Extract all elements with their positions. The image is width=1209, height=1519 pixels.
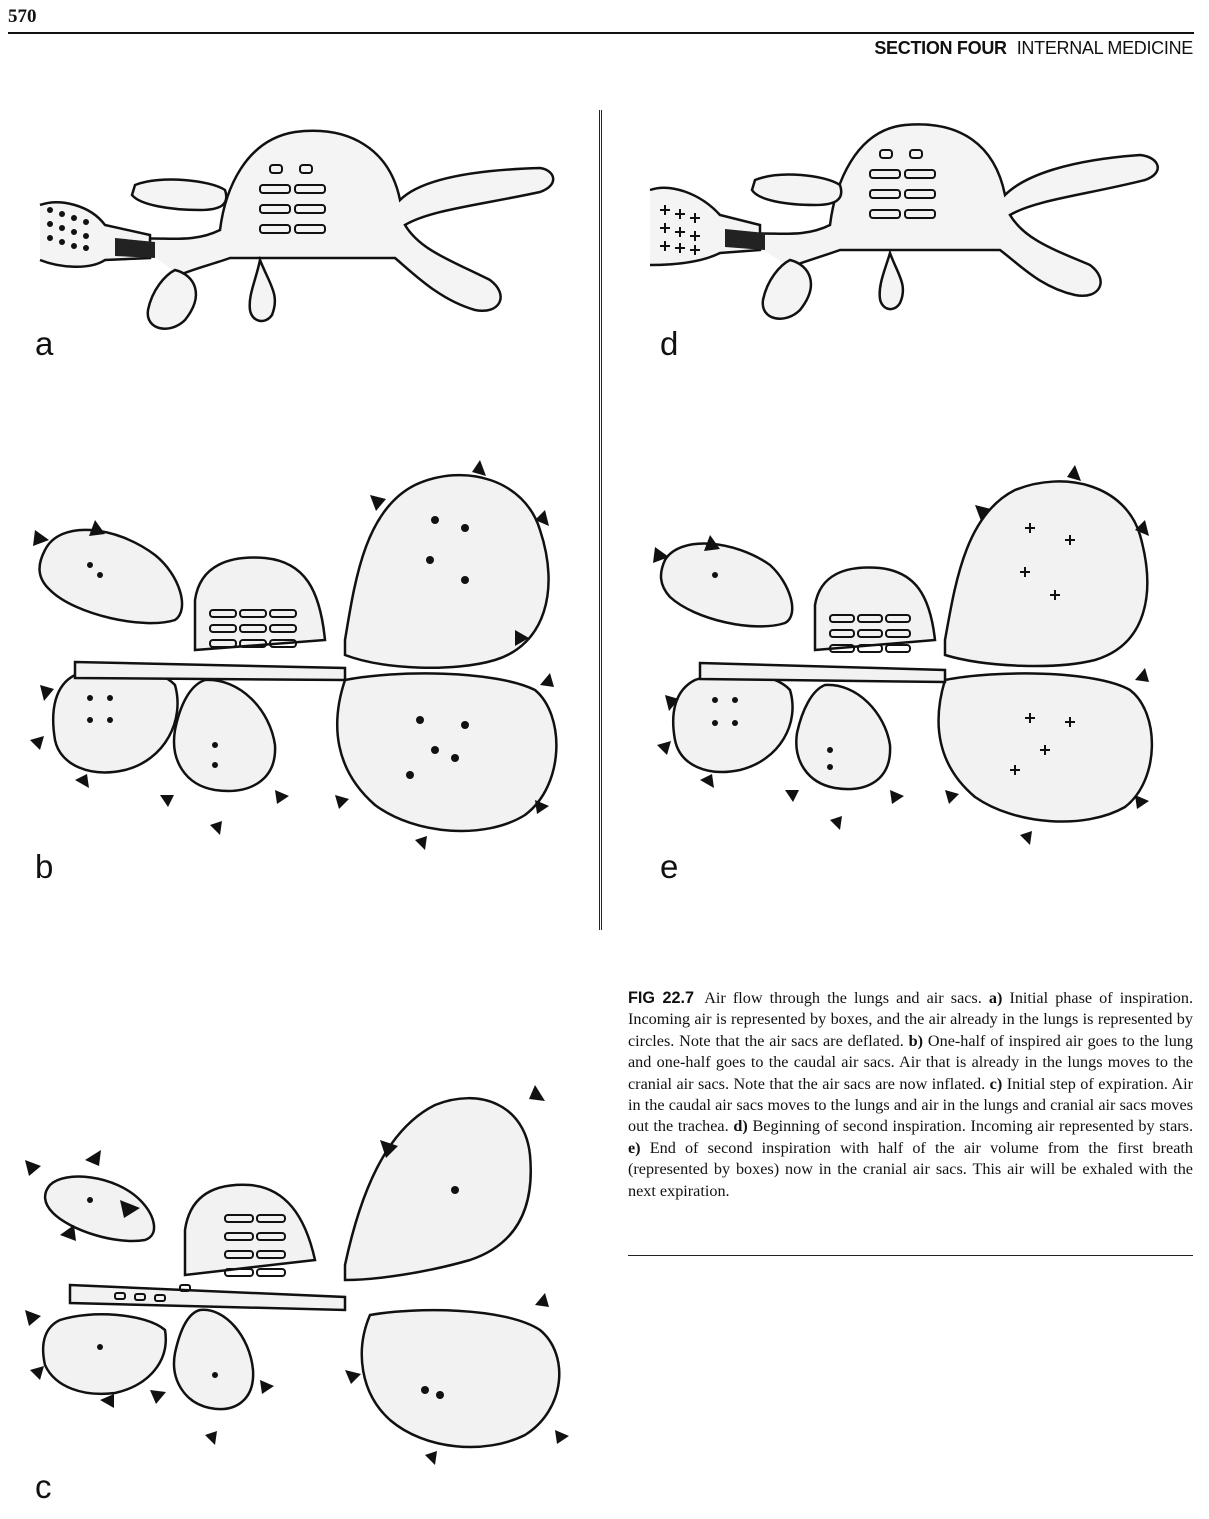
caption-d-label: d) [733, 1117, 748, 1136]
panel-label-c: c [35, 1468, 52, 1505]
caption-e-label: e) [628, 1138, 641, 1157]
caption-e-text: End of second inspiration with half of t… [628, 1138, 1193, 1200]
section-number: SECTION FOUR [874, 38, 1007, 58]
column-divider [599, 110, 602, 930]
caption-a-label: a) [988, 989, 1003, 1007]
figure-number: FIG 22.7 [628, 989, 695, 1007]
caption-d-text: Beginning of second inspiration. Incomin… [752, 1117, 1194, 1136]
running-head: SECTION FOUR INTERNAL MEDICINE [874, 38, 1193, 59]
panel-label-a: a [35, 325, 54, 362]
caption-a-text: Initial phase of inspiration. Incoming a… [628, 989, 1194, 1050]
figure-panel-b [15, 440, 575, 860]
caption-intro: Air flow through the lungs and air sacs. [704, 989, 982, 1007]
caption-c-text: Initial step of expiration. Air in the c… [628, 1074, 1194, 1136]
figure-panel-e [645, 455, 1175, 845]
figure-panel-c [15, 1075, 580, 1485]
figure-panel-a [20, 110, 580, 340]
figure-panel-d [640, 105, 1180, 335]
page-number: 570 [8, 6, 37, 27]
panel-label-b: b [35, 848, 54, 885]
header-rule [8, 32, 1194, 34]
caption-rule [628, 1255, 1193, 1256]
caption-b-label: b) [908, 1031, 924, 1050]
caption-b-text: One-half of inspired air goes to the lun… [628, 1031, 1193, 1093]
panel-label-d: d [660, 325, 679, 362]
panel-label-e: e [660, 848, 679, 885]
figure-caption: FIG 22.7 Air flow through the lungs and … [628, 988, 1193, 1202]
caption-c-label: c) [989, 1074, 1003, 1093]
section-title: INTERNAL MEDICINE [1016, 38, 1194, 58]
